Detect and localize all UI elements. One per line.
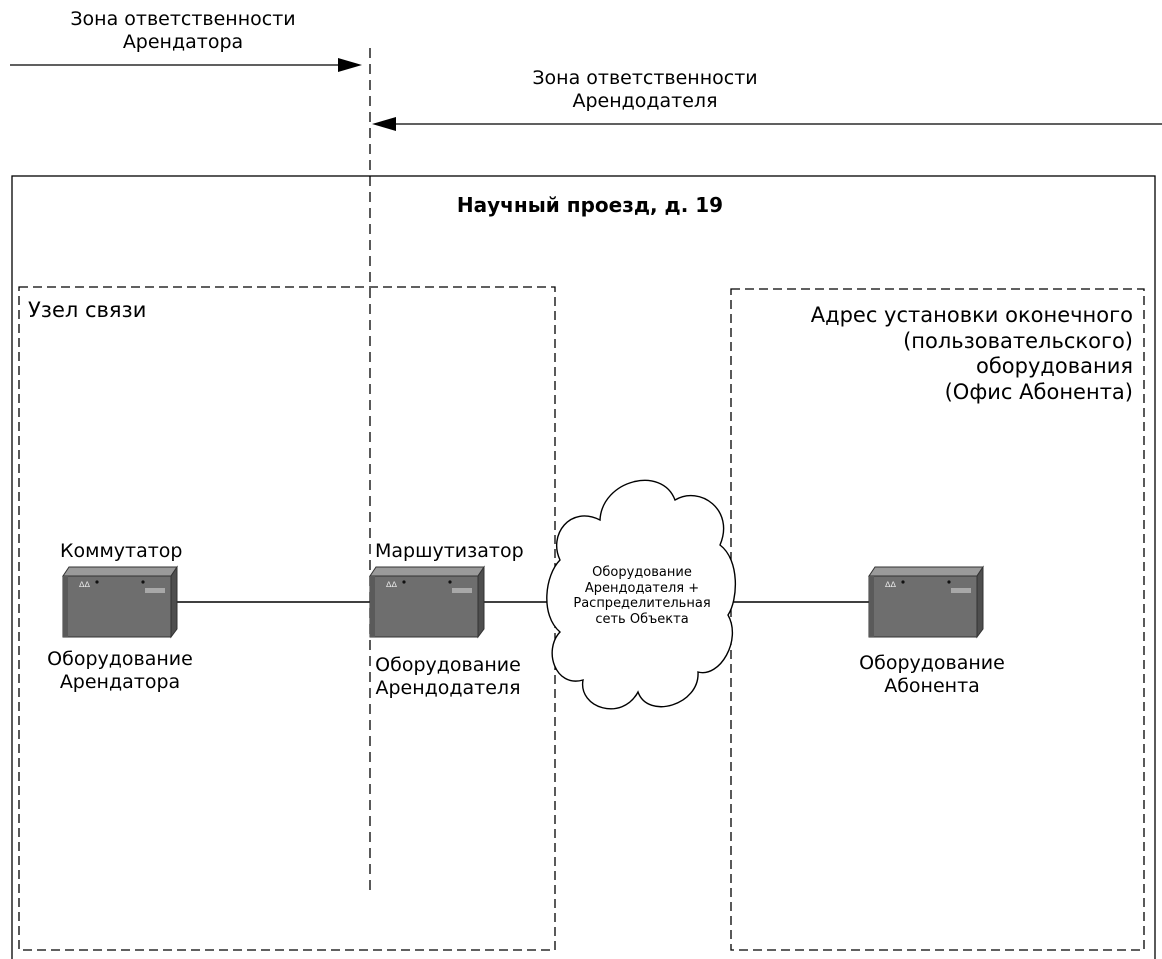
node-frame xyxy=(18,286,556,951)
router-owner-line2: Арендодателя xyxy=(375,677,521,700)
cloud-line1: Оборудование xyxy=(592,565,692,580)
subscriber-site-line4: (Офис Абонента) xyxy=(944,379,1133,404)
cloud-line3: Распределительная xyxy=(573,596,711,612)
subscriber-site-line1: Адрес установки оконечного xyxy=(810,303,1133,327)
switch-owner-line1: Оборудование xyxy=(47,648,193,670)
cloud-line2: Арендодателя + xyxy=(584,580,700,596)
landlord-zone-line2: Арендодателя xyxy=(572,90,718,113)
switch-device-icon xyxy=(62,566,178,638)
switch-owner-label: Оборудование Арендатора xyxy=(20,648,220,694)
landlord-zone-arrowhead xyxy=(372,117,396,131)
building-title: Научный проезд, д. 19 xyxy=(456,193,724,217)
tenant-zone-line2: Арендатора xyxy=(122,31,244,54)
tenant-zone-label: Зона ответственности Арендатора xyxy=(58,8,308,54)
switch-name: Коммутатор xyxy=(60,540,183,562)
tenant-zone-line1: Зона ответственности xyxy=(70,8,296,30)
landlord-zone-label: Зона ответственности Арендодателя xyxy=(520,67,770,113)
node-title: Узел связи xyxy=(28,298,147,322)
subscriber-owner-label: Оборудование Абонента xyxy=(832,652,1032,698)
network-cloud xyxy=(546,479,736,710)
cloud-label: Оборудование Арендодателя + Распределите… xyxy=(555,565,729,627)
subscriber-frame xyxy=(730,288,1145,951)
subscriber-site-line3: оборудования xyxy=(975,354,1133,379)
subscriber-owner-line2: Абонента xyxy=(884,675,980,698)
subscriber-site-line2: (пользовательского) xyxy=(903,328,1133,353)
tenant-zone-arrowhead xyxy=(338,58,362,72)
router-name: Маршутизатор xyxy=(375,540,524,562)
router-owner-line1: Оборудование xyxy=(375,654,521,676)
subscriber-site-label: Адрес установки оконечного (пользователь… xyxy=(740,303,1133,405)
router-owner-label: Оборудование Арендодателя xyxy=(348,654,548,700)
switch-owner-line2: Арендатора xyxy=(59,671,181,694)
landlord-zone-line1: Зона ответственности xyxy=(532,67,758,89)
router-device-icon xyxy=(369,566,485,638)
cloud-line4: сеть Объекта xyxy=(595,611,689,627)
subscriber-device-icon xyxy=(868,566,984,638)
building-frame xyxy=(11,175,1156,959)
subscriber-owner-line1: Оборудование xyxy=(859,652,1005,674)
